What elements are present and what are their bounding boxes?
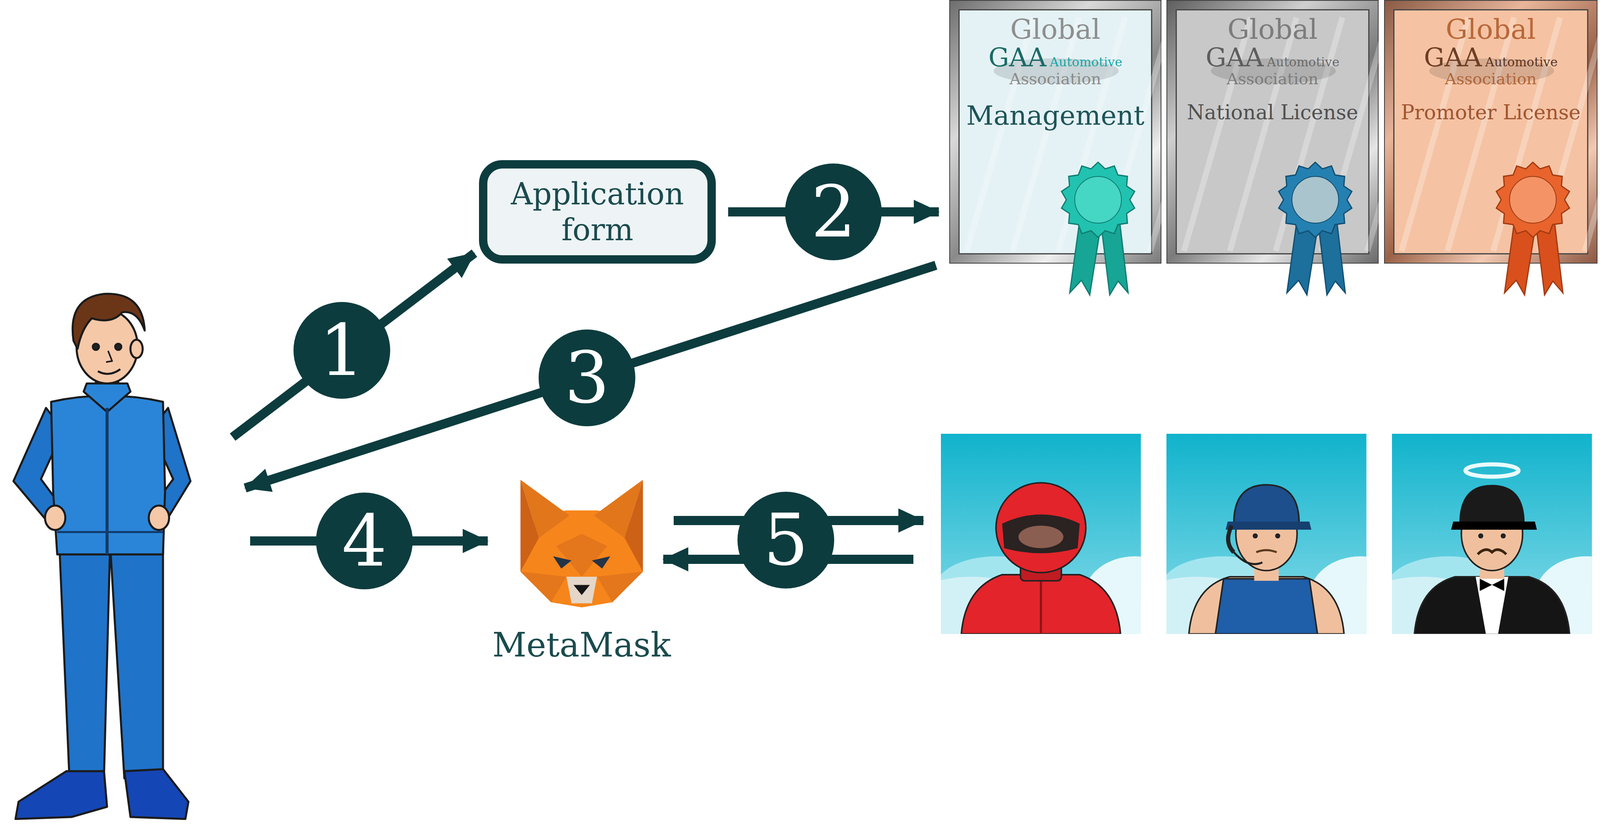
logo-row: GAAAutomotive — [1205, 43, 1340, 71]
callout-number: 1 — [319, 314, 365, 386]
callout-circle: 3 — [538, 329, 636, 427]
panel-streak — [1584, 17, 1600, 251]
panel-streak — [1058, 17, 1126, 251]
person-figure — [13, 293, 191, 819]
wallet-label: MetaMask — [492, 626, 671, 664]
process-box: Application form — [478, 160, 716, 264]
logo-word: Global — [1227, 15, 1318, 44]
logo-row: GAAAutomotive — [1423, 43, 1558, 71]
logo-word: Global — [1010, 15, 1101, 44]
logo-word: Automotive — [1049, 55, 1123, 69]
logo-row: GAAAutomotive — [988, 43, 1123, 71]
license-certificate: GlobalGAAAutomotiveAssociationPromoter L… — [1384, 0, 1598, 264]
ribbon-badge — [1278, 162, 1352, 238]
logo-word: Association — [1444, 70, 1537, 88]
nft-racer — [900, 433, 1186, 659]
license-certificate: GlobalGAAAutomotiveAssociationNational L… — [1166, 0, 1379, 264]
logo-initials: GAA — [1423, 43, 1482, 71]
node-label: Application form — [510, 175, 684, 249]
certificate-text: GlobalGAAAutomotiveAssociationPromoter L… — [1393, 9, 1589, 255]
logo-word: Automotive — [1266, 55, 1340, 69]
callout-circle: 1 — [293, 301, 391, 399]
callout-number: 3 — [564, 342, 610, 414]
callout-number: 2 — [810, 176, 856, 248]
logo-word: Global — [1445, 15, 1536, 44]
panel-streak — [1493, 17, 1560, 251]
arrow-1 — [232, 253, 475, 437]
node-label: MetaMask — [492, 626, 671, 664]
logo-word: Automotive — [1485, 55, 1558, 69]
callout-number: 4 — [341, 505, 387, 577]
nft-crew — [1125, 433, 1412, 659]
certificate-title: Promoter License — [1401, 101, 1581, 123]
ribbon-center — [1291, 176, 1339, 224]
certificate-ornament — [1167, 0, 1380, 301]
ribbon-badge — [1061, 162, 1135, 238]
ribbon-center — [1509, 176, 1557, 224]
certificate-ornament — [950, 0, 1163, 301]
callout-circle: 5 — [737, 491, 835, 589]
certificate-title: National License — [1186, 101, 1359, 123]
certificate-text: GlobalGAAAutomotiveAssociationManagement — [958, 9, 1153, 255]
metamask-fox — [520, 479, 643, 607]
callout-circle: 4 — [315, 492, 413, 590]
panel-streak — [1275, 17, 1343, 251]
ribbon-badge — [1496, 162, 1570, 238]
logo-initials: GAA — [988, 43, 1047, 71]
logo-word: Association — [1226, 70, 1319, 88]
arrow-3 — [245, 265, 936, 488]
callout-circle: 2 — [784, 163, 882, 261]
logo-word: Association — [1009, 70, 1101, 88]
certificate-text: GlobalGAAAutomotiveAssociationNational L… — [1175, 9, 1370, 255]
logo-initials: GAA — [1205, 43, 1264, 71]
certificate-ornament — [1384, 0, 1599, 301]
nft-promoter — [1351, 433, 1600, 659]
certificate-title: Management — [966, 101, 1145, 130]
ribbon-center — [1074, 176, 1122, 224]
license-certificate: GlobalGAAAutomotiveAssociationManagement — [949, 0, 1162, 264]
callout-number: 5 — [763, 504, 809, 576]
